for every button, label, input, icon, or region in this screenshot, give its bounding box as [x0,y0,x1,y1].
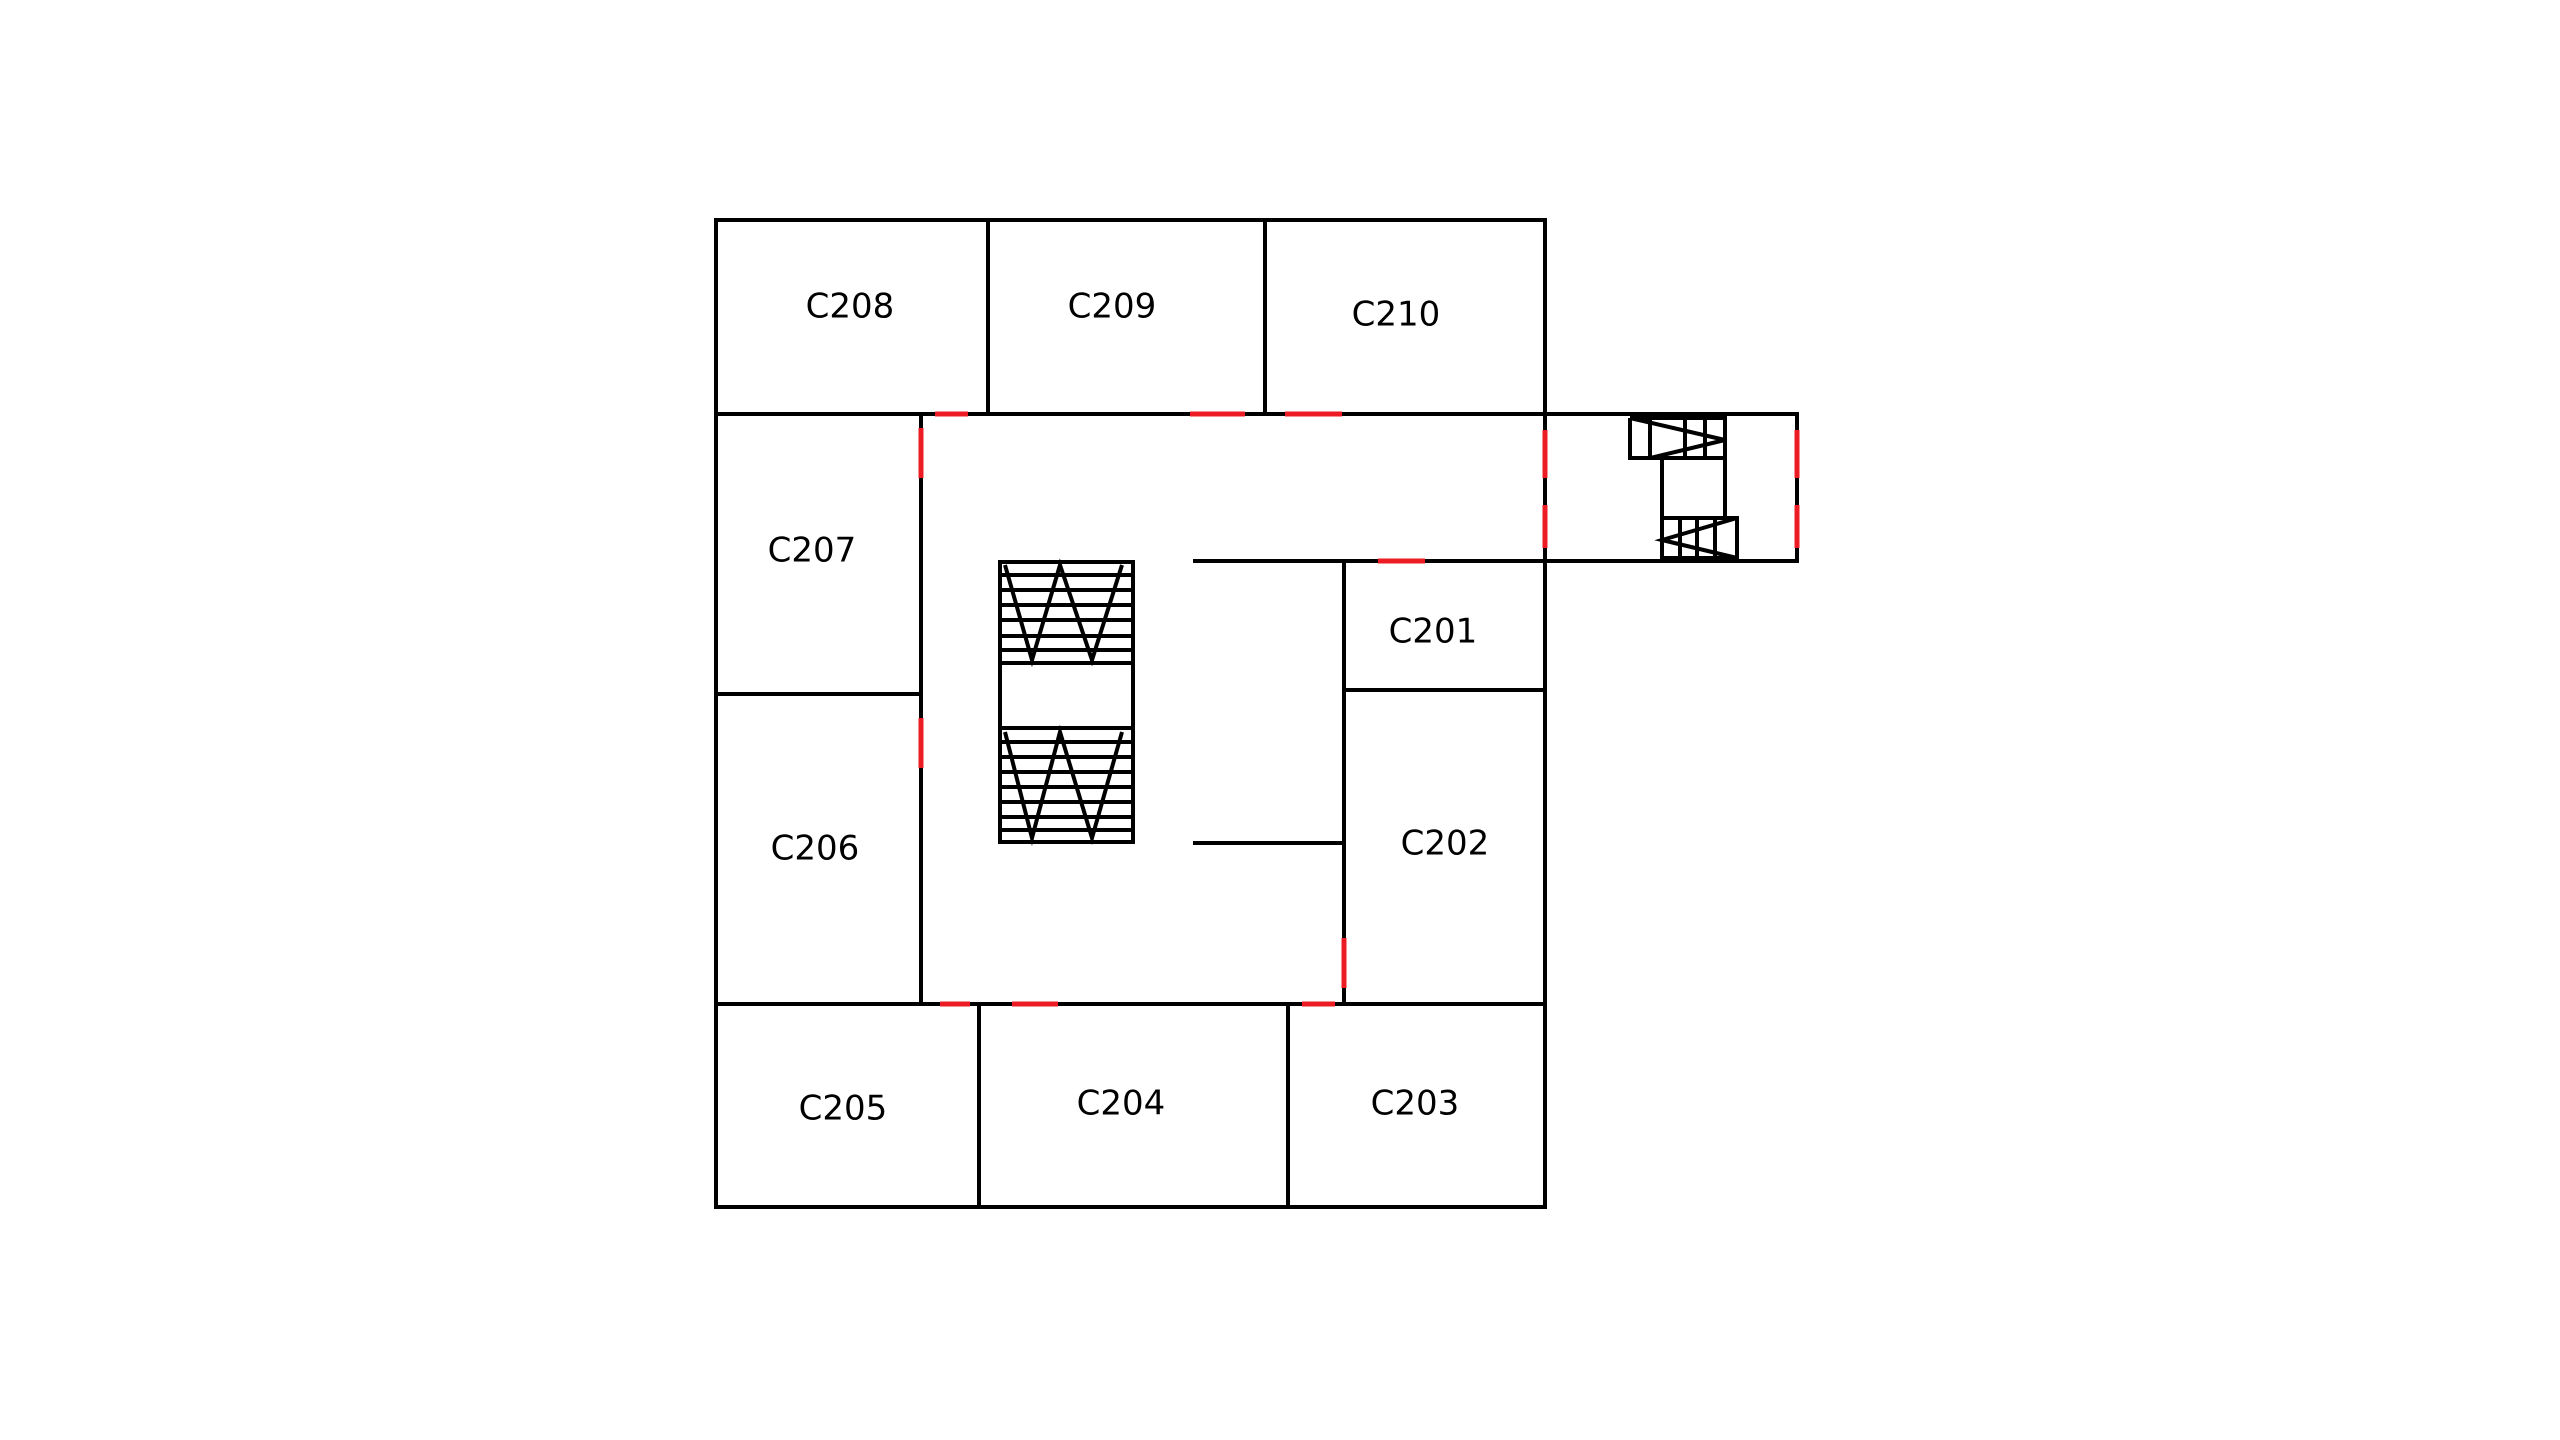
room-label-c208: C208 [806,287,895,327]
room-label-c203: C203 [1371,1084,1460,1124]
room-label-c204: C204 [1077,1084,1166,1124]
east-stairwell [1543,412,1799,563]
room-label-c202: C202 [1401,824,1490,864]
east-annex [1543,412,1799,563]
room-label-c205: C205 [799,1089,888,1129]
door-icon [918,411,1800,1007]
room-label-c209: C209 [1068,287,1157,327]
room-label-c210: C210 [1352,295,1441,335]
room-label-c206: C206 [771,829,860,869]
stairs-icon [998,558,1135,846]
room-label-c201: C201 [1389,612,1478,652]
room-labels: C208 C209 C210 C207 C206 C205 C204 C203 … [768,287,1490,1129]
room-label-c207: C207 [768,531,857,571]
corridor [920,413,1545,1003]
stairs-icon [1628,416,1739,560]
